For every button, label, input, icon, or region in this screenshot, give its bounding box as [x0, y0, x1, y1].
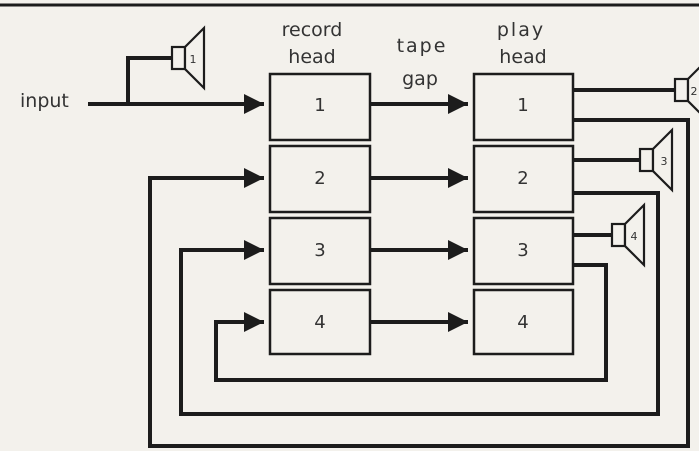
svg-text:3: 3 — [661, 155, 668, 168]
label-play-line2: head — [499, 46, 546, 68]
feedback-loops — [148, 118, 690, 448]
play-head-box — [472, 216, 575, 286]
speaker-2-icon: 2 — [673, 66, 699, 114]
play-heads: 1 2 3 4 — [472, 72, 575, 356]
record-heads: 1 2 3 4 — [268, 72, 372, 356]
play-head-box — [472, 144, 575, 214]
speaker-4-icon: 4 — [610, 202, 646, 268]
record-head-number: 2 — [314, 168, 325, 189]
label-gap-line2: gap — [402, 68, 438, 90]
svg-text:2: 2 — [691, 85, 698, 98]
label-record-line2: head — [288, 46, 335, 68]
input-wiring — [88, 56, 264, 114]
label-record-line1: record — [282, 19, 343, 41]
record-head-box — [268, 288, 372, 356]
record-head-number: 3 — [314, 240, 325, 261]
play-head-number: 4 — [517, 312, 528, 333]
svg-text:4: 4 — [631, 230, 638, 243]
record-head-number: 4 — [314, 312, 325, 333]
label-play-line1: play — [497, 19, 545, 41]
play-head-number: 1 — [517, 95, 528, 116]
record-head-number: 1 — [314, 95, 325, 116]
record-head-box — [268, 216, 372, 286]
play-head-box — [472, 288, 575, 356]
speaker-3-icon: 3 — [638, 127, 674, 193]
label-tape-line1: tape — [397, 35, 448, 57]
speaker-1-icon: 1 — [170, 25, 206, 91]
speaker-wires — [571, 88, 677, 237]
label-input: input — [20, 90, 69, 112]
play-head-number: 3 — [517, 240, 528, 261]
tape-gap-arrows — [368, 94, 468, 332]
svg-text:1: 1 — [190, 53, 197, 66]
play-head-number: 2 — [517, 168, 528, 189]
record-head-box — [268, 72, 372, 142]
record-head-box — [268, 144, 372, 214]
play-head-box — [472, 72, 575, 142]
